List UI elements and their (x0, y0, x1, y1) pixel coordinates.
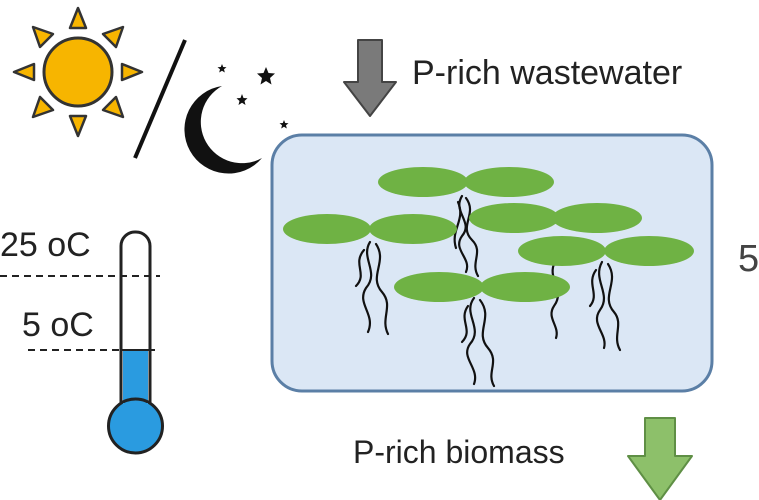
frond (394, 272, 484, 302)
temperature-high-label: 25 oC (0, 226, 91, 264)
day-night-slash (133, 39, 187, 159)
star-icon (257, 67, 275, 85)
cropped-edge-label: 5 (738, 238, 759, 280)
frond (552, 203, 642, 233)
frond (283, 214, 371, 244)
outflow-arrow (627, 417, 693, 500)
temperature-low-label: 5 oC (22, 306, 94, 344)
frond (604, 236, 694, 266)
inflow-label: P-rich wastewater (412, 54, 683, 92)
frond (378, 167, 468, 197)
sun-icon (12, 6, 144, 138)
frond (518, 236, 606, 266)
star-icon (217, 64, 227, 73)
cultivation-tank (270, 133, 714, 393)
moon-icon (184, 86, 262, 174)
inflow-arrow (343, 39, 397, 117)
frond (464, 167, 554, 197)
frond (480, 272, 570, 302)
thermometer-icon (107, 230, 164, 455)
frond (369, 214, 457, 244)
star-icon (236, 94, 248, 105)
duckweed-roots (354, 194, 622, 388)
outflow-label: P-rich biomass (353, 434, 565, 470)
duckweed-icon (283, 167, 694, 302)
star-icon (279, 120, 289, 129)
frond (469, 203, 559, 233)
